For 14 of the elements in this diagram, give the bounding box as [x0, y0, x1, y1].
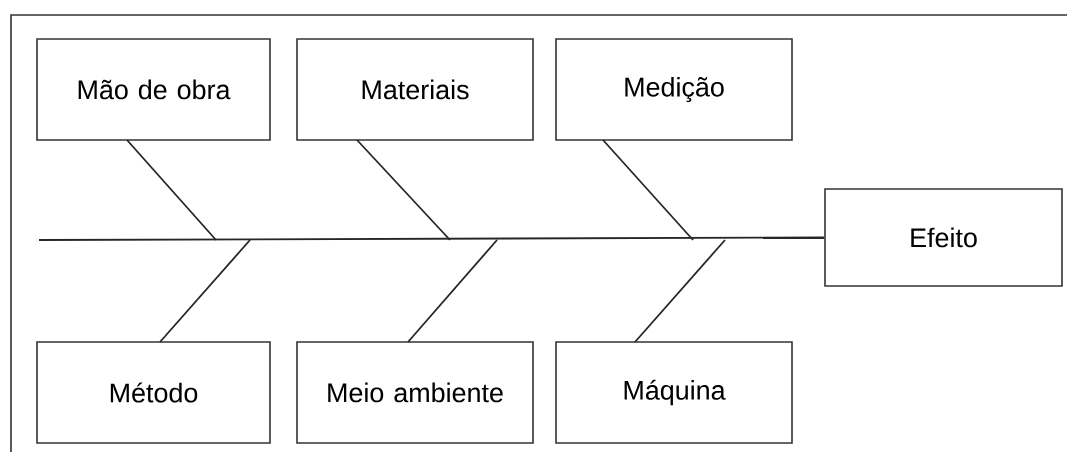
cause-box: Medição	[555, 38, 793, 141]
cause-box: Método	[36, 341, 271, 444]
cause-box: Materiais	[296, 38, 534, 141]
cause-box: Mão de obra	[36, 38, 271, 141]
bone-line	[407, 239, 498, 343]
bone-line	[602, 139, 694, 241]
bone-line	[126, 139, 217, 241]
spine-line	[38, 236, 826, 241]
bone-line	[356, 139, 451, 241]
cause-box: Meio ambiente	[296, 341, 534, 444]
cause-box: Máquina	[555, 341, 793, 444]
bone-line	[159, 239, 251, 343]
cause-box: Efeito	[824, 188, 1063, 287]
bone-line	[634, 239, 726, 343]
